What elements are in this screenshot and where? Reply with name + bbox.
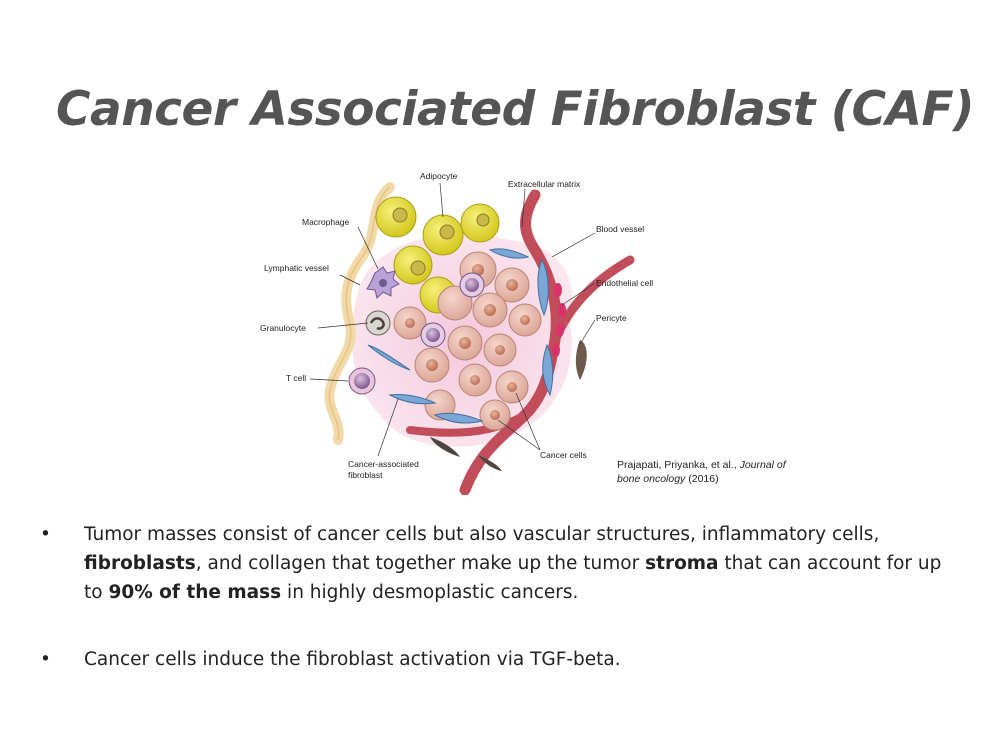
- bullet-1-text-b: , and collagen that together make up the…: [195, 553, 646, 574]
- citation-journal-line1: Journal of: [739, 459, 786, 471]
- bullet-1-bold-stroma: stroma: [645, 553, 719, 574]
- fibroblast-dark-2: [478, 455, 502, 471]
- figure-citation: Prajapati, Priyanka, et al., Journal of …: [617, 458, 786, 486]
- immune-cell-2-nucleus: [426, 328, 440, 342]
- slide-title: Cancer Associated Fibroblast (CAF): [56, 82, 975, 137]
- bullet-item-1: • Tumor masses consist of cancer cells b…: [40, 520, 960, 607]
- pericyte-cell: [575, 340, 587, 380]
- tumor-microenvironment-figure: Adipocyte Extracellular matrix Macrophag…: [250, 165, 810, 495]
- macrophage-nucleus: [379, 279, 387, 287]
- cancer-cells: [393, 251, 542, 431]
- citation-year: (2016): [685, 473, 719, 485]
- label-endothelial-cell: Endothelial cell: [596, 278, 653, 288]
- granulocyte-nucleus: [369, 317, 385, 330]
- label-cancer-cells: Cancer cells: [540, 450, 587, 460]
- label-granulocyte: Granulocyte: [260, 323, 306, 333]
- citation-journal-line2: bone oncology: [617, 473, 686, 485]
- bullet-1-text-d: in highly desmoplastic cancers.: [281, 582, 579, 603]
- bullet-1-text-a: Tumor masses consist of cancer cells but…: [84, 524, 880, 545]
- label-macrophage: Macrophage: [302, 217, 350, 227]
- label-lymphatic-vessel: Lymphatic vessel: [264, 263, 329, 273]
- label-caf-line1: Cancer-associated: [348, 459, 419, 469]
- bullet-1-bold-percent: 90% of the mass: [108, 582, 282, 603]
- bullet-2-text: Cancer cells induce the fibroblast activ…: [84, 649, 621, 670]
- bullet-1-text-c: that can account for up to: [84, 553, 942, 603]
- cancer-associated-fibroblasts: [367, 248, 554, 424]
- bullet-list: • Tumor masses consist of cancer cells b…: [40, 520, 960, 674]
- fibroblast-dark: [430, 437, 460, 457]
- immune-cell-nucleus: [465, 278, 479, 292]
- bullet-marker: •: [40, 649, 51, 670]
- endothelial-cells: [552, 283, 566, 357]
- bullet-item-2: • Cancer cells induce the fibroblast act…: [40, 645, 960, 674]
- label-extracellular-matrix: Extracellular matrix: [508, 179, 581, 189]
- leader-lines: [309, 182, 596, 457]
- label-pericyte: Pericyte: [596, 313, 627, 323]
- blood-vessel-branch-2: [406, 411, 529, 437]
- label-t-cell: T cell: [286, 373, 306, 383]
- bullet-1-bold-fibroblasts: fibroblasts: [84, 553, 196, 574]
- tumor-microenvironment-illustration: Adipocyte Extracellular matrix Macrophag…: [260, 171, 653, 495]
- citation-authors: Prajapati, Priyanka, et al.,: [617, 459, 740, 471]
- label-blood-vessel: Blood vessel: [596, 224, 644, 234]
- label-adipocyte: Adipocyte: [420, 171, 458, 181]
- t-cell-nucleus: [354, 373, 370, 389]
- label-caf-line2: fibroblast: [348, 470, 383, 480]
- granulocyte-cell: [365, 310, 391, 336]
- bullet-marker: •: [40, 524, 51, 545]
